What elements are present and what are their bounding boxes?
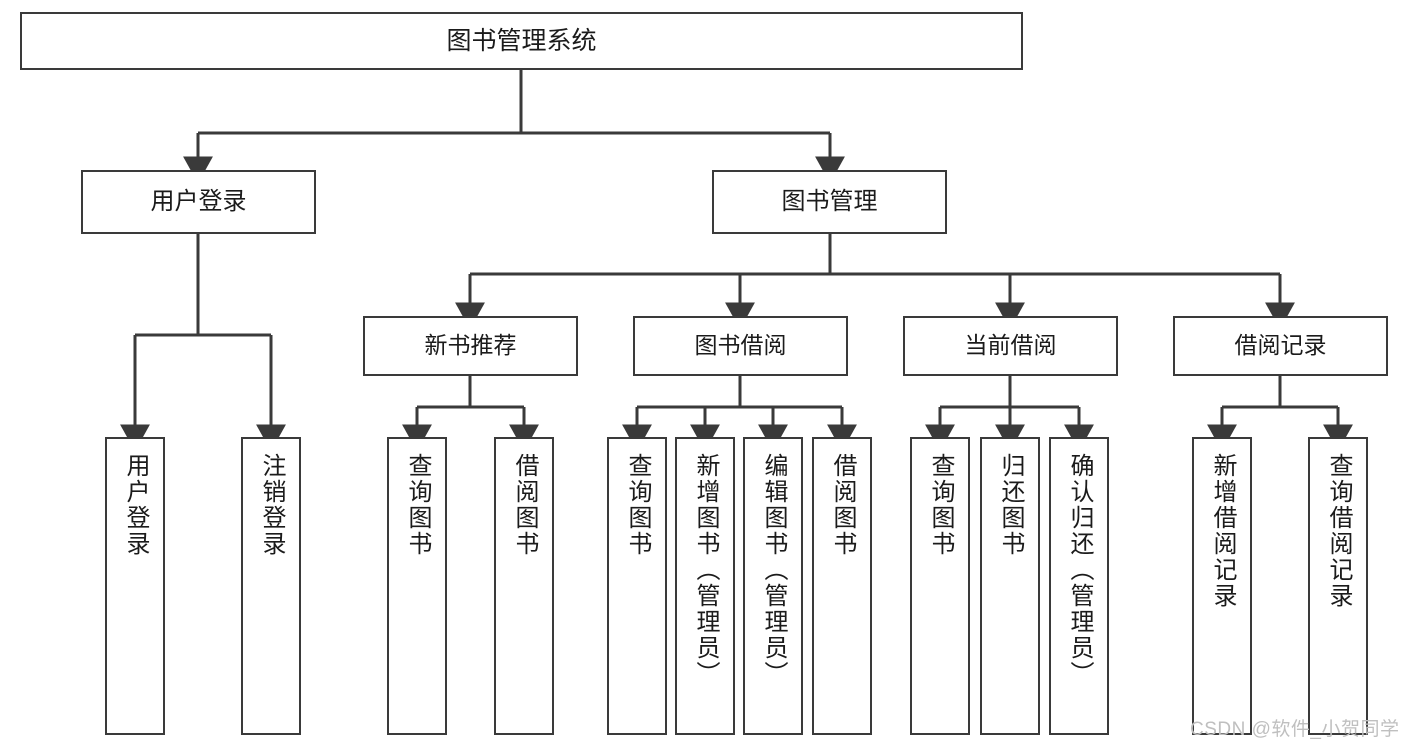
- node-label: 当前借阅: [964, 332, 1057, 359]
- leaf-recommend-borrow-book[interactable]: 借阅图书: [494, 437, 554, 735]
- node-label: 查询借阅记录: [1325, 453, 1352, 609]
- node-current-borrow[interactable]: 当前借阅: [903, 316, 1118, 376]
- node-root-system[interactable]: 图书管理系统: [20, 12, 1023, 70]
- node-new-book-recommend[interactable]: 新书推荐: [363, 316, 578, 376]
- node-label: 注销登录: [258, 453, 285, 557]
- node-user-login[interactable]: 用户登录: [81, 170, 316, 234]
- leaf-current-return-book[interactable]: 归还图书: [980, 437, 1040, 735]
- node-label: 新书推荐: [424, 332, 517, 359]
- leaf-current-confirm-return-admin[interactable]: 确认归还（管理员）: [1049, 437, 1109, 735]
- node-label: 查询图书: [404, 453, 431, 557]
- node-label: 编辑图书（管理员）: [760, 453, 787, 687]
- leaf-recommend-query-book[interactable]: 查询图书: [387, 437, 447, 735]
- node-label: 新增借阅记录: [1209, 453, 1236, 609]
- leaf-borrow-edit-book-admin[interactable]: 编辑图书（管理员）: [743, 437, 803, 735]
- node-borrow-record[interactable]: 借阅记录: [1173, 316, 1388, 376]
- node-label: 查询图书: [624, 453, 651, 557]
- node-label: 用户登录: [150, 187, 247, 215]
- csdn-watermark: CSDN @软件_小贺同学: [1190, 719, 1400, 740]
- node-label: 确认归还（管理员）: [1066, 453, 1093, 687]
- leaf-user-login-logout[interactable]: 注销登录: [241, 437, 301, 735]
- node-book-management[interactable]: 图书管理: [712, 170, 947, 234]
- node-label: 借阅图书: [829, 453, 856, 557]
- leaf-current-query-book[interactable]: 查询图书: [910, 437, 970, 735]
- node-label: 新增图书（管理员）: [692, 453, 719, 687]
- node-label: 图书管理系统: [446, 27, 597, 55]
- leaf-borrow-add-book-admin[interactable]: 新增图书（管理员）: [675, 437, 735, 735]
- leaf-record-query-record[interactable]: 查询借阅记录: [1308, 437, 1368, 735]
- leaf-borrow-borrow-book[interactable]: 借阅图书: [812, 437, 872, 735]
- node-label: 图书管理: [781, 187, 878, 215]
- node-label: 借阅记录: [1234, 332, 1327, 359]
- node-label: 借阅图书: [511, 453, 538, 557]
- leaf-record-add-record[interactable]: 新增借阅记录: [1192, 437, 1252, 735]
- node-label: 归还图书: [997, 453, 1024, 557]
- node-label: 查询图书: [927, 453, 954, 557]
- leaf-user-login-login[interactable]: 用户登录: [105, 437, 165, 735]
- leaf-borrow-query-book[interactable]: 查询图书: [607, 437, 667, 735]
- node-book-borrow[interactable]: 图书借阅: [633, 316, 848, 376]
- node-label: 图书借阅: [694, 332, 787, 359]
- node-label: 用户登录: [122, 453, 149, 557]
